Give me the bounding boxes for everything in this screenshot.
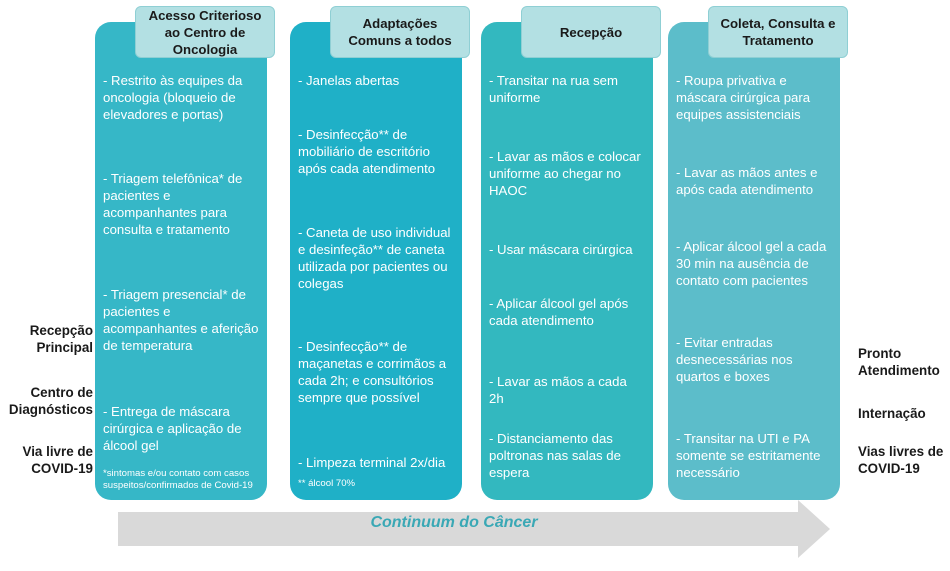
column-item: - Lavar as mãos antes e após cada atendi… bbox=[676, 165, 818, 197]
column-footnote: ** álcool 70% bbox=[298, 478, 356, 489]
column-items: - Restrito às equipes da oncologia (bloq… bbox=[103, 70, 259, 491]
column-item: - Triagem presencial* de pacientes e aco… bbox=[103, 287, 259, 353]
column-item: - Desinfecção** de maçanetas e corrimãos… bbox=[298, 339, 447, 405]
column-item: - Lavar as mãos e colocar uniforme ao ch… bbox=[489, 149, 641, 198]
column-items: - Transitar na rua sem uniforme - Lavar … bbox=[489, 70, 645, 490]
arrow-shape bbox=[118, 500, 830, 558]
column-header: Recepção bbox=[521, 6, 661, 58]
column-item: - Triagem telefônica* de pacientes e aco… bbox=[103, 171, 243, 237]
column-header: Acesso Criterioso ao Centro de Oncologia bbox=[135, 6, 275, 58]
column-item: - Transitar na UTI e PA somente se estri… bbox=[676, 431, 821, 480]
column-header: Coleta, Consulta e Tratamento bbox=[708, 6, 848, 58]
column-header: Adaptações Comuns a todos bbox=[330, 6, 470, 58]
column-item: - Distanciamento das poltronas nas salas… bbox=[489, 431, 621, 480]
column-item: - Entrega de máscara cirúrgica e aplicaç… bbox=[103, 404, 242, 453]
column-item: - Caneta de uso individual e desinfeção*… bbox=[298, 225, 451, 291]
column-recepcao: Recepção - Transitar na rua sem uniforme… bbox=[481, 6, 661, 500]
column-acesso-criterioso: Acesso Criterioso ao Centro de Oncologia… bbox=[95, 6, 275, 500]
column-item: - Desinfecção** de mobiliário de escritó… bbox=[298, 127, 436, 176]
continuum-arrow: Continuum do Câncer bbox=[118, 500, 830, 558]
column-adaptacoes-comuns: Adaptações Comuns a todos - Janelas aber… bbox=[290, 6, 470, 500]
column-item: - Lavar as mãos a cada 2h bbox=[489, 374, 627, 406]
arrow-label: Continuum do Câncer bbox=[370, 514, 538, 531]
column-item: - Limpeza terminal 2x/dia bbox=[298, 455, 446, 470]
right-label-pronto-atendimento: Pronto Atendimento bbox=[858, 346, 940, 378]
left-label-recepcao-principal: Recepção Principal bbox=[29, 323, 93, 355]
column-item: - Aplicar álcool gel após cada atendimen… bbox=[489, 296, 629, 328]
column-item: - Roupa privativa e máscara cirúrgica pa… bbox=[676, 73, 811, 122]
column-footnote: *sintomas e/ou contato com casos suspeit… bbox=[103, 468, 253, 491]
column-item: - Restrito às equipes da oncologia (bloq… bbox=[103, 73, 243, 122]
column-items: - Janelas abertas - Desinfecção** de mob… bbox=[298, 70, 454, 490]
left-label-via-livre: Via livre de COVID-19 bbox=[22, 444, 93, 476]
column-item: - Aplicar álcool gel a cada 30 min na au… bbox=[676, 239, 827, 288]
column-item: - Transitar na rua sem uniforme bbox=[489, 73, 618, 105]
column-item: - Evitar entradas desnecessárias nos qua… bbox=[676, 335, 793, 384]
right-label-internacao: Internação bbox=[858, 406, 926, 421]
column-items: - Roupa privativa e máscara cirúrgica pa… bbox=[676, 70, 832, 490]
column-coleta-consulta-tratamento: Coleta, Consulta e Tratamento - Roupa pr… bbox=[668, 6, 848, 500]
column-item: - Janelas abertas bbox=[298, 73, 400, 88]
right-label-vias-livres: Vias livres de COVID-19 bbox=[858, 444, 944, 476]
column-item: - Usar máscara cirúrgica bbox=[489, 242, 633, 257]
left-label-centro-diagnosticos: Centro de Diagnósticos bbox=[8, 385, 93, 417]
